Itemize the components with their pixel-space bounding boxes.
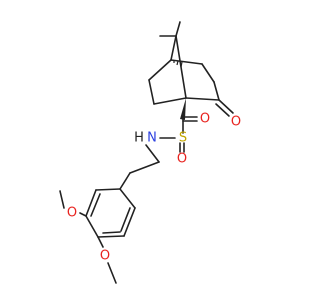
nitrogen-label: N [147, 131, 157, 146]
bond-c6-c1 [153, 97, 187, 105]
molecule-diagram: O O O S N H O O [59, 21, 241, 284]
bond-ethyl [129, 161, 160, 174]
bond-c2-c1 [185, 97, 220, 101]
hash-bond-c4 [173, 60, 183, 68]
methoxy-groups [59, 190, 117, 284]
bond-c4-c5 [148, 59, 172, 81]
sulfonyl-oxygen-bottom-label: O [177, 152, 187, 167]
camphor-skeleton [148, 21, 234, 117]
ring-bond-5 [85, 189, 97, 217]
bond-c4-c3 [170, 59, 203, 65]
bond-ethyl-ring [119, 172, 131, 190]
aromatic-ring [85, 188, 136, 238]
ring-inner-1 [120, 207, 131, 232]
bond-n-ch2 [145, 144, 160, 163]
bond-carbonyl-2 [215, 103, 230, 117]
sulfonyl-oxygen-top-label: O [200, 112, 210, 127]
bond-o-methyl-upper [59, 190, 65, 209]
bond-carbonyl-1 [218, 99, 234, 114]
bond-ring-o-upper [79, 212, 87, 217]
methoxy-oxygen-lower-label: O [100, 249, 110, 264]
bond-gem-methyl-up [175, 21, 181, 37]
nh-hydrogen-label: H [134, 131, 144, 146]
ring-bond-2 [123, 207, 136, 237]
methoxy-oxygen-upper-label: O [67, 206, 77, 221]
ring-bond-3 [97, 235, 125, 238]
ring-inner-2 [90, 193, 101, 217]
carbonyl-oxygen-label: O [231, 115, 241, 130]
ring-inner-3 [102, 231, 121, 234]
bond-c2-c2b [213, 81, 220, 101]
bond-o-methyl-lower [107, 262, 117, 284]
wedge-c1-ch2 [180, 98, 186, 120]
bond-ring-o-lower [97, 236, 104, 248]
molecule-structure: O O O S N H O O [59, 21, 241, 284]
ring-bond-4 [85, 215, 99, 238]
ring-bond-1 [119, 188, 136, 209]
bond-c5-c6 [148, 79, 155, 105]
ring-bond-6 [95, 188, 121, 191]
bond-bridge-to-c4 [170, 35, 177, 61]
bond-c3-c2 [201, 63, 215, 83]
sulfonamide-group [119, 116, 198, 190]
sulfur-label: S [179, 131, 187, 146]
stereo-wedges [173, 60, 186, 120]
